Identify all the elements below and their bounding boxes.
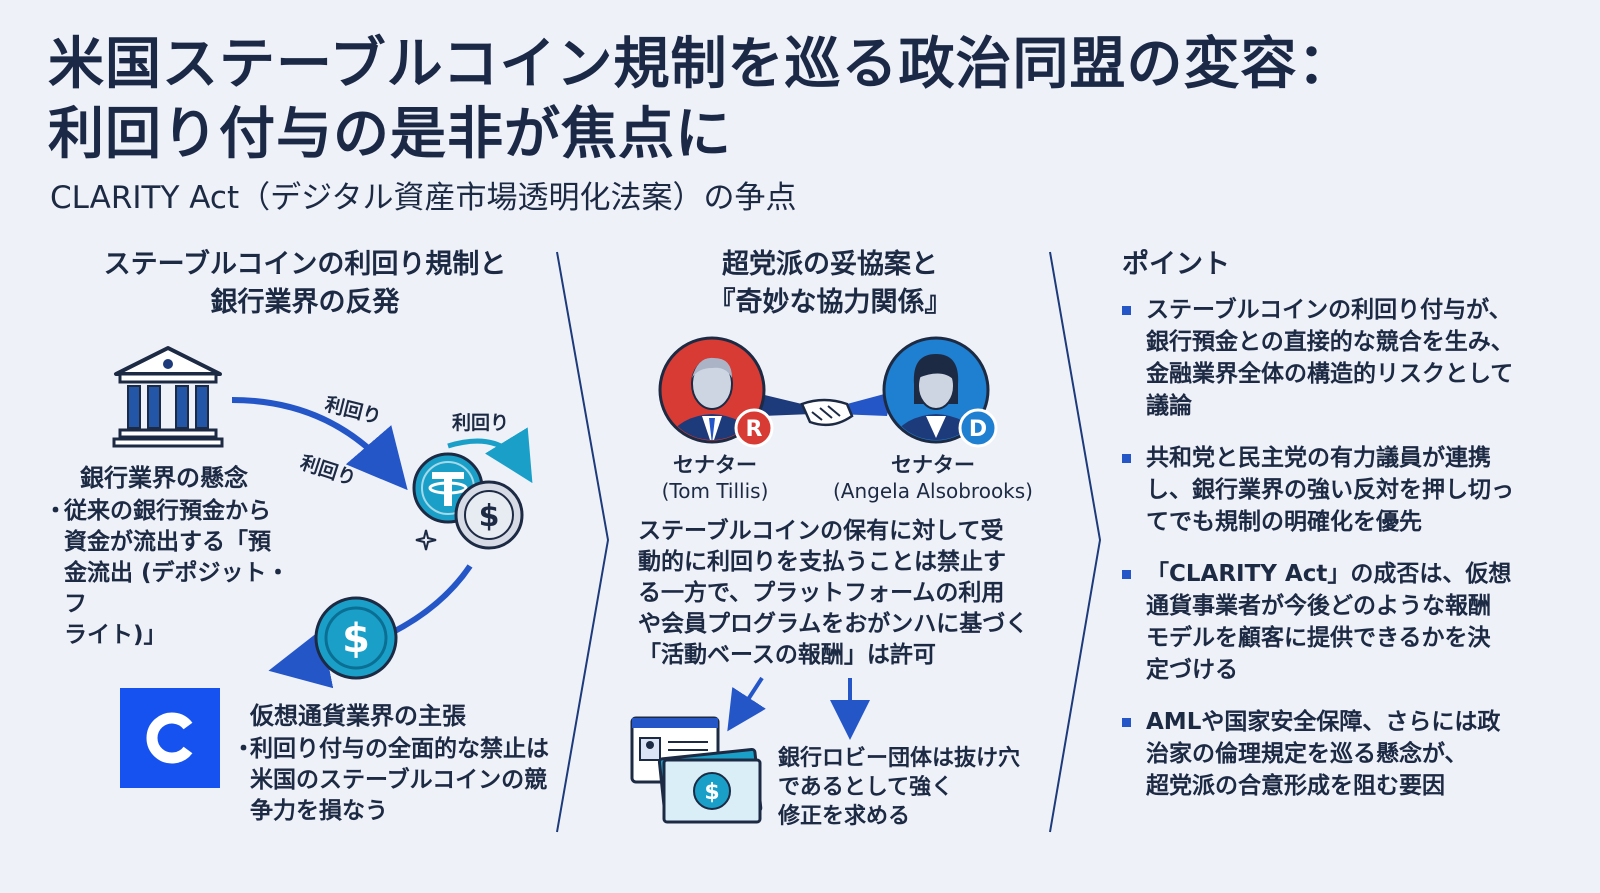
lobby-arrows xyxy=(727,676,870,740)
title-line-2: 利回り付与の是非が焦点に xyxy=(48,102,732,167)
lobby-line: であるとして強く xyxy=(778,775,954,800)
crypto-claim-bullet: ・ xyxy=(232,736,255,762)
bank-icon xyxy=(112,346,224,448)
senator-d-avatar-icon xyxy=(882,336,990,444)
senator-r-name: (Tom Tillis) xyxy=(661,479,769,503)
point-line: 共和党と民主党の有力議員が連携 xyxy=(1146,445,1491,471)
page-title: 米国ステーブルコイン規制を巡る政治同盟の変容： 利回り付与の是非が焦点に xyxy=(48,30,1528,170)
arrow-label-2: 利回り xyxy=(452,412,510,434)
lobby-line: 銀行ロビー団体は抜け穴 xyxy=(778,746,1021,771)
senator-r-title: セナター xyxy=(673,453,757,477)
point-item: 「CLARITY Act」の成否は、仮想 通貨事業者が今後どのような報酬 モデル… xyxy=(1122,558,1562,686)
point-line: 金融業界全体の構造的リスクとして xyxy=(1146,361,1514,387)
point-line: 通貨事業者が今後どのような報酬 xyxy=(1146,593,1491,619)
svg-text:$: $ xyxy=(704,780,719,805)
dollar-coin-small-icon: $ xyxy=(454,480,524,550)
crypto-claim-line: 米国のステーブルコインの競 xyxy=(250,767,548,793)
compromise-line: 「活動ベースの報酬」は許可 xyxy=(638,642,936,668)
lobby-line: 修正を求める xyxy=(778,804,911,829)
left-heading: ステーブルコインの利回り規制と 銀行業界の反発 xyxy=(70,246,540,322)
left-heading-line-1: ステーブルコインの利回り規制と xyxy=(103,249,507,280)
compromise-line: 動的に利回りを支払うことは禁止す xyxy=(638,549,1006,575)
crypto-claim-text: 利回り付与の全面的な禁止は 米国のステーブルコインの競 争力を損なう xyxy=(250,734,560,827)
compromise-line: る一方で、プラットフォームの利用 xyxy=(638,580,1005,606)
middle-heading: 超党派の妥協案と 『奇妙な協力関係』 xyxy=(620,246,1040,322)
banknote-icon: $ xyxy=(657,747,763,824)
page-subtitle: CLARITY Act（デジタル資産市場透明化法案）の争点 xyxy=(50,180,797,216)
middle-heading-line-2: 『奇妙な協力関係』 xyxy=(708,287,952,318)
point-line: 定づける xyxy=(1146,657,1238,683)
coinbase-logo-icon xyxy=(120,688,220,788)
bank-concern-line: 従来の銀行預金から xyxy=(64,498,271,524)
title-line-1: 米国ステーブルコイン規制を巡る政治同盟の変容： xyxy=(48,32,1355,97)
crypto-claim-title: 仮想通貨業界の主張 xyxy=(250,702,466,730)
point-line: ステーブルコインの利回り付与が、 xyxy=(1146,297,1512,323)
lobby-text: 銀行ロビー団体は抜け穴 であるとして強く 修正を求める xyxy=(778,744,1038,831)
points-list: ステーブルコインの利回り付与が、 銀行預金との直接的な競合を生み、 金融業界全体… xyxy=(1122,294,1562,802)
bank-concern-text: 従来の銀行預金から 資金が流出する「預 金流出 (デポジット・フ ライト)」 xyxy=(64,496,304,651)
bank-concern-line: ライト)」 xyxy=(64,622,167,648)
point-item: ステーブルコインの利回り付与が、 銀行預金との直接的な競合を生み、 金融業界全体… xyxy=(1122,294,1562,422)
sparkle-icon xyxy=(415,529,437,551)
bullet-square-icon xyxy=(1122,570,1131,579)
compromise-line: や会員プログラムをおがンハに基づく xyxy=(638,611,1029,637)
compromise-text: ステーブルコインの保有に対して受 動的に利回りを支払うことは禁止す る一方で、プ… xyxy=(638,516,1048,671)
bank-concern-bullet: ・ xyxy=(44,498,67,524)
svg-text:$: $ xyxy=(342,616,370,662)
bullet-square-icon xyxy=(1122,718,1131,727)
senators-handshake-illustration: R D xyxy=(658,336,998,448)
point-item: 共和党と民主党の有力議員が連携 し、銀行業界の強い反対を押し切っ てでも規制の明… xyxy=(1122,442,1562,538)
bank-concern-line: 金流出 (デポジット・フ xyxy=(64,560,290,617)
point-item: AMLや国家安全保障、さらには政 治家の倫理規定を巡る懸念が、 超党派の合意形成… xyxy=(1122,706,1562,802)
republican-badge: R xyxy=(734,408,774,448)
bank-concern-line: 資金が流出する「預 xyxy=(64,529,271,555)
senator-d-name: (Angela Alsobrooks) xyxy=(833,479,1033,503)
senator-d-title: セナター xyxy=(891,453,975,477)
point-line: し、銀行業界の強い反対を押し切っ xyxy=(1146,477,1514,503)
point-line: AMLや国家安全保障、さらには政 xyxy=(1146,709,1501,735)
point-line: 銀行預金との直接的な競合を生み、 xyxy=(1146,329,1514,355)
senator-r-caption: セナター (Tom Tillis) xyxy=(640,452,790,504)
left-heading-line-2: 銀行業界の反発 xyxy=(210,287,400,318)
senator-d-caption: セナター (Angela Alsobrooks) xyxy=(828,452,1038,504)
point-line: 治家の倫理規定を巡る懸念が、 xyxy=(1146,741,1468,767)
bullet-square-icon xyxy=(1122,454,1131,463)
crypto-claim-line: 利回り付与の全面的な禁止は xyxy=(250,736,549,762)
bullet-square-icon xyxy=(1122,306,1131,315)
point-line: モデルを顧客に提供できるかを決 xyxy=(1146,625,1491,651)
svg-text:$: $ xyxy=(479,499,500,534)
middle-heading-line-1: 超党派の妥協案と xyxy=(722,249,938,280)
points-heading: ポイント xyxy=(1122,249,1230,280)
democrat-badge: D xyxy=(958,408,998,448)
crypto-claim-line: 争力を損なう xyxy=(250,798,388,824)
point-line: てでも規制の明確化を優先 xyxy=(1146,509,1422,535)
point-line: 超党派の合意形成を阻む要因 xyxy=(1146,773,1445,799)
senator-r-badge-text: R xyxy=(746,417,763,442)
point-line: 議論 xyxy=(1146,393,1192,419)
handshake-icon xyxy=(800,398,854,427)
card-and-banknotes-illustration: $ xyxy=(630,716,763,824)
compromise-line: ステーブルコインの保有に対して受 xyxy=(638,518,1004,544)
point-line: 「CLARITY Act」の成否は、仮想 xyxy=(1146,561,1512,587)
senator-d-badge-text: D xyxy=(969,417,987,442)
dollar-coin-large-icon: $ xyxy=(314,596,398,680)
bank-concern-title: 銀行業界の懸念 xyxy=(80,464,248,492)
